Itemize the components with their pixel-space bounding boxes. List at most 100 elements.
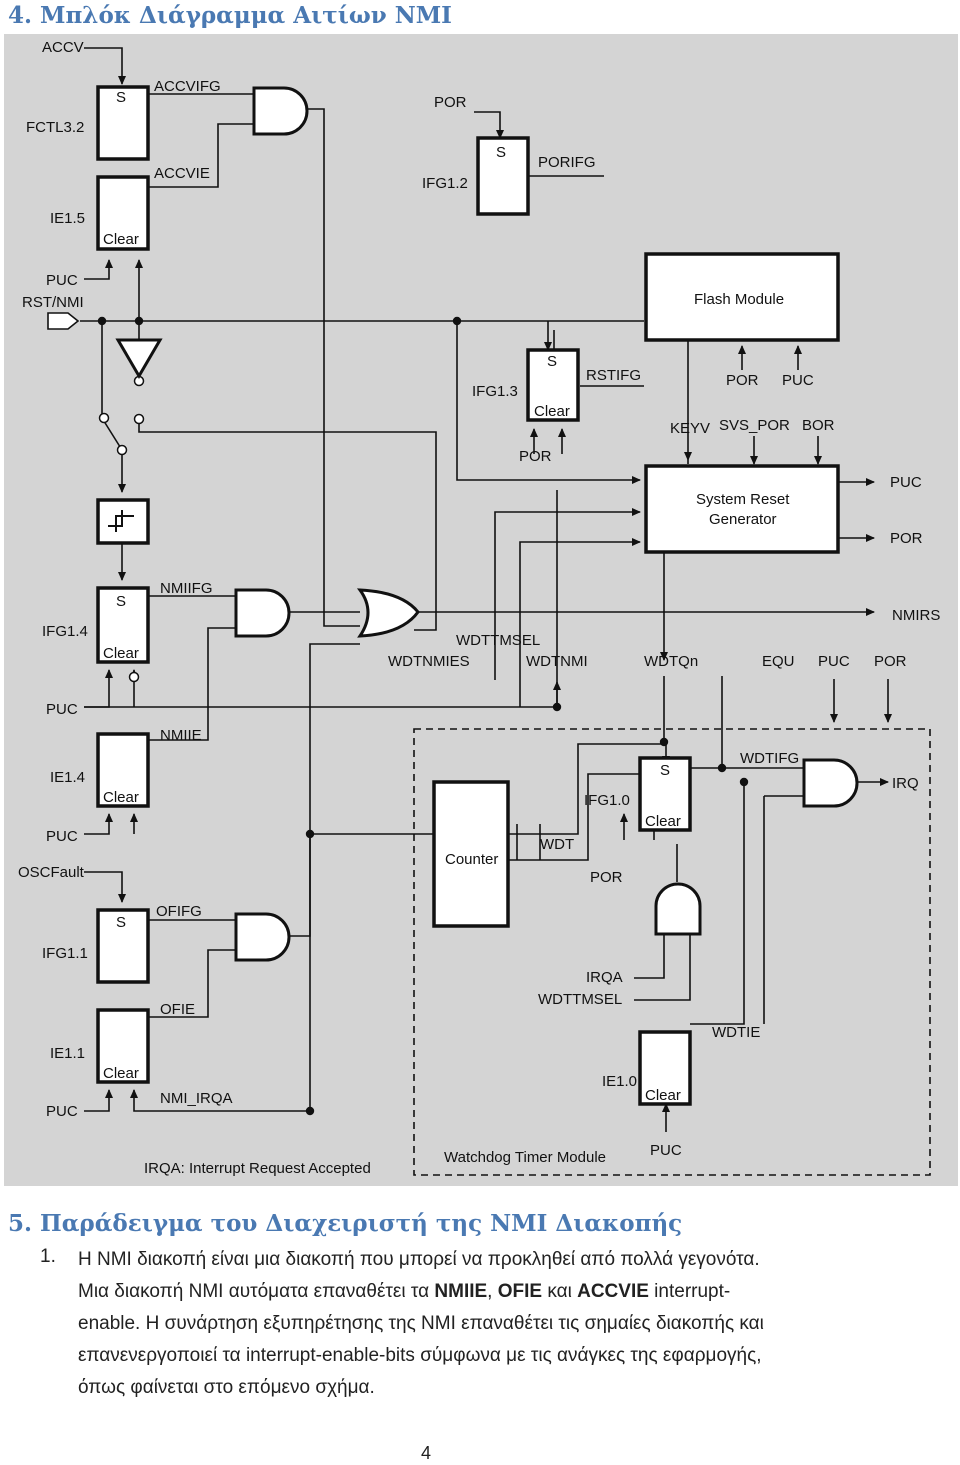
svg-text:S: S (660, 762, 670, 779)
svg-text:WDTIFG: WDTIFG (740, 750, 799, 767)
svg-text:Flash Module: Flash Module (694, 291, 784, 308)
svg-text:POR: POR (874, 653, 907, 670)
svg-text:FCTL3.2: FCTL3.2 (26, 119, 84, 136)
paragraph-line-5: όπως φαίνεται στο επόμενο σχήμα. (78, 1377, 375, 1398)
section-4-heading: 4. Μπλόκ Διάγραμμα Αιτίων NMI (8, 2, 452, 29)
svg-text:Clear: Clear (103, 231, 139, 248)
svg-text:IFG1.2: IFG1.2 (422, 175, 468, 192)
schmitt-trigger (96, 498, 150, 545)
svg-text:S: S (496, 144, 506, 161)
flipflop-wdtifg: S Clear (638, 756, 692, 832)
svg-text:SVS_POR: SVS_POR (719, 417, 790, 434)
svg-text:Clear: Clear (645, 813, 681, 830)
svg-text:IE1.4: IE1.4 (50, 769, 85, 786)
svg-text:IFG1.3: IFG1.3 (472, 383, 518, 400)
svg-text:ACCVIE: ACCVIE (154, 165, 210, 182)
svg-text:NMI_IRQA: NMI_IRQA (160, 1090, 233, 1107)
svg-text:Clear: Clear (103, 645, 139, 662)
paragraph-line-2: Μια διακοπή NMI αυτόματα επαναθέτει τα N… (78, 1281, 731, 1302)
svg-text:IFG1.1: IFG1.1 (42, 945, 88, 962)
svg-text:RST/NMI: RST/NMI (22, 294, 84, 311)
svg-text:Clear: Clear (645, 1087, 681, 1104)
section-5-heading: 5. Παράδειγμα του Διαχειριστή της NMI Δι… (8, 1210, 683, 1237)
svg-text:WDTNMI: WDTNMI (526, 653, 588, 670)
svg-text:IE1.5: IE1.5 (50, 210, 85, 227)
left-labels: ACCV FCTL3.2 IE1.5 PUC RST/NMI IFG1.4 PU… (18, 39, 88, 1120)
svg-text:PORIFG: PORIFG (538, 154, 596, 171)
svg-text:NMIIFG: NMIIFG (160, 580, 213, 597)
nmi-block-diagram: S Clear S S Clear S Clear (4, 34, 958, 1186)
svg-text:BOR: BOR (802, 417, 835, 434)
watchdog-timer-module-label: Watchdog Timer Module (444, 1149, 606, 1166)
svg-text:RSTIFG: RSTIFG (586, 367, 641, 384)
and-gate-irq (802, 758, 859, 808)
svg-text:EQU: EQU (762, 653, 795, 670)
and-gate-accv (252, 86, 309, 136)
system-reset-generator-block: System Reset Generator (644, 464, 840, 554)
svg-text:IRQ: IRQ (892, 775, 919, 792)
latch-ie1-5: Clear (96, 175, 150, 251)
svg-text:Clear: Clear (103, 789, 139, 806)
svg-text:PUC: PUC (650, 1142, 682, 1159)
svg-text:S: S (547, 353, 557, 370)
svg-text:Clear: Clear (103, 1065, 139, 1082)
svg-text:PUC: PUC (46, 272, 78, 289)
svg-text:System Reset: System Reset (696, 491, 790, 508)
input-buffer (115, 338, 163, 379)
paragraph-line-4: επανενεργοποιεί τα interrupt-enable-bits… (78, 1345, 762, 1366)
svg-text:PUC: PUC (782, 372, 814, 389)
signal-labels: ACCVIFG ACCVIE NMIIFG NMIIE OFIFG OFIE N… (154, 78, 940, 1159)
list-item-number: 1. (40, 1246, 56, 1267)
svg-text:IFG1.0: IFG1.0 (584, 792, 630, 809)
svg-text:PUC: PUC (46, 1103, 78, 1120)
svg-text:OFIFG: OFIFG (156, 903, 202, 920)
rst-nmi-pin (47, 312, 80, 330)
svg-text:Generator: Generator (709, 511, 777, 528)
svg-text:ACCVIFG: ACCVIFG (154, 78, 221, 95)
page-number: 4 (421, 1443, 432, 1463)
junction-dots (97, 316, 749, 1116)
and-gate-osc (234, 912, 291, 962)
flipflop-nmiifg: S Clear (96, 586, 150, 664)
svg-text:PUC: PUC (46, 828, 78, 845)
svg-text:Counter: Counter (445, 851, 498, 868)
irqa-note: IRQA: Interrupt Request Accepted (144, 1160, 371, 1177)
flipflop-ofifg: S (96, 908, 150, 984)
flipflop-rstifg: S Clear (526, 348, 580, 422)
flash-module-block: Flash Module (644, 252, 840, 342)
svg-text:POR: POR (726, 372, 759, 389)
and-gate-wdt (654, 882, 702, 936)
nmiie-bold: NMIIE (434, 1281, 488, 1302)
wires (80, 47, 892, 1132)
latch-ie1-4: Clear (96, 732, 150, 808)
counter-block: Counter (432, 780, 510, 928)
or-gate (356, 588, 420, 638)
svg-text:OFIE: OFIE (160, 1001, 195, 1018)
watchdog-timer-module-box (413, 728, 931, 1176)
svg-text:PUC: PUC (818, 653, 850, 670)
svg-text:WDTIE: WDTIE (712, 1024, 760, 1041)
svg-text:POR: POR (519, 448, 552, 465)
svg-text:OSCFault: OSCFault (18, 864, 85, 881)
svg-text:WDTQn: WDTQn (644, 653, 698, 670)
svg-text:Clear: Clear (534, 403, 570, 420)
svg-text:IRQA: IRQA (586, 969, 623, 986)
latch-ie1-1: Clear (96, 1008, 150, 1084)
svg-text:PUC: PUC (46, 701, 78, 718)
svg-text:WDTTMSEL: WDTTMSEL (456, 632, 540, 649)
flipflop-accvifg: S (96, 85, 150, 161)
svg-text:IE1.0: IE1.0 (602, 1073, 637, 1090)
svg-text:IFG1.4: IFG1.4 (42, 623, 88, 640)
svg-text:S: S (116, 89, 126, 106)
paragraph-line-3: enable. Η συνάρτηση εξυπηρέτησης της NMI… (78, 1313, 764, 1334)
svg-text:NMIRS: NMIRS (892, 607, 940, 624)
svg-text:S: S (116, 593, 126, 610)
svg-text:POR: POR (590, 869, 623, 886)
svg-text:PUC: PUC (890, 474, 922, 491)
and-gate-nmi (234, 588, 291, 638)
accvie-bold: ACCVIE (577, 1281, 649, 1302)
svg-text:WDT: WDT (540, 836, 574, 853)
svg-text:S: S (116, 914, 126, 931)
svg-text:ACCV: ACCV (42, 39, 84, 56)
